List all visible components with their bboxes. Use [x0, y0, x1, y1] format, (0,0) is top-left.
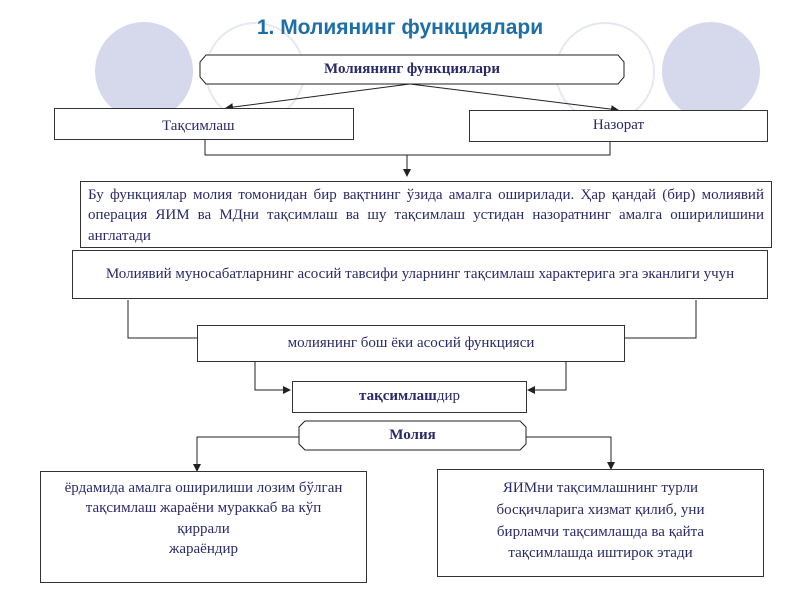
description-box: Бу функциялар молия томонидан бир вақтни…: [80, 181, 772, 248]
right-side-line: [625, 300, 697, 339]
header-box-shape: [199, 54, 625, 85]
decor-circle: [662, 22, 760, 120]
reason-box: Молиявий муносабатларнинг асосий тавсифи…: [72, 250, 768, 299]
finance-box-shape: [298, 420, 527, 451]
distribution-bold: тақсимлаш: [359, 388, 437, 405]
distribution-suffix: дир: [436, 388, 460, 405]
right-func-box: Назорат: [469, 110, 768, 142]
arrow-to-right-func: [409, 83, 619, 114]
main-func-box: молиянинг бош ёки асосий функцияси: [197, 325, 625, 362]
arrow-right-to-distribution: [527, 362, 567, 394]
merge-line: [204, 140, 611, 156]
arrow-to-left-func: [225, 83, 411, 112]
left-func-label: Тақсимлаш: [162, 118, 235, 134]
header-box: Молиянинг функциялари: [323, 60, 500, 77]
arrow-to-right-bottom: [526, 436, 615, 470]
left-side-line: [127, 300, 197, 339]
arrow-to-left-bottom: [193, 436, 300, 472]
page-title: 1. Молиянинг функциялари: [256, 16, 544, 39]
finance-box: Молия: [389, 426, 436, 443]
right-bottom-box: ЯИМни тақсимлашнинг турли босқичларига х…: [437, 469, 764, 577]
left-func-box: Тақсимлаш: [54, 108, 354, 140]
decor-circle: [95, 22, 193, 120]
arrow-left-to-distribution: [254, 362, 291, 394]
left-bottom-box: ёрдамида амалга оширилиши лозим бўлган т…: [40, 471, 367, 583]
